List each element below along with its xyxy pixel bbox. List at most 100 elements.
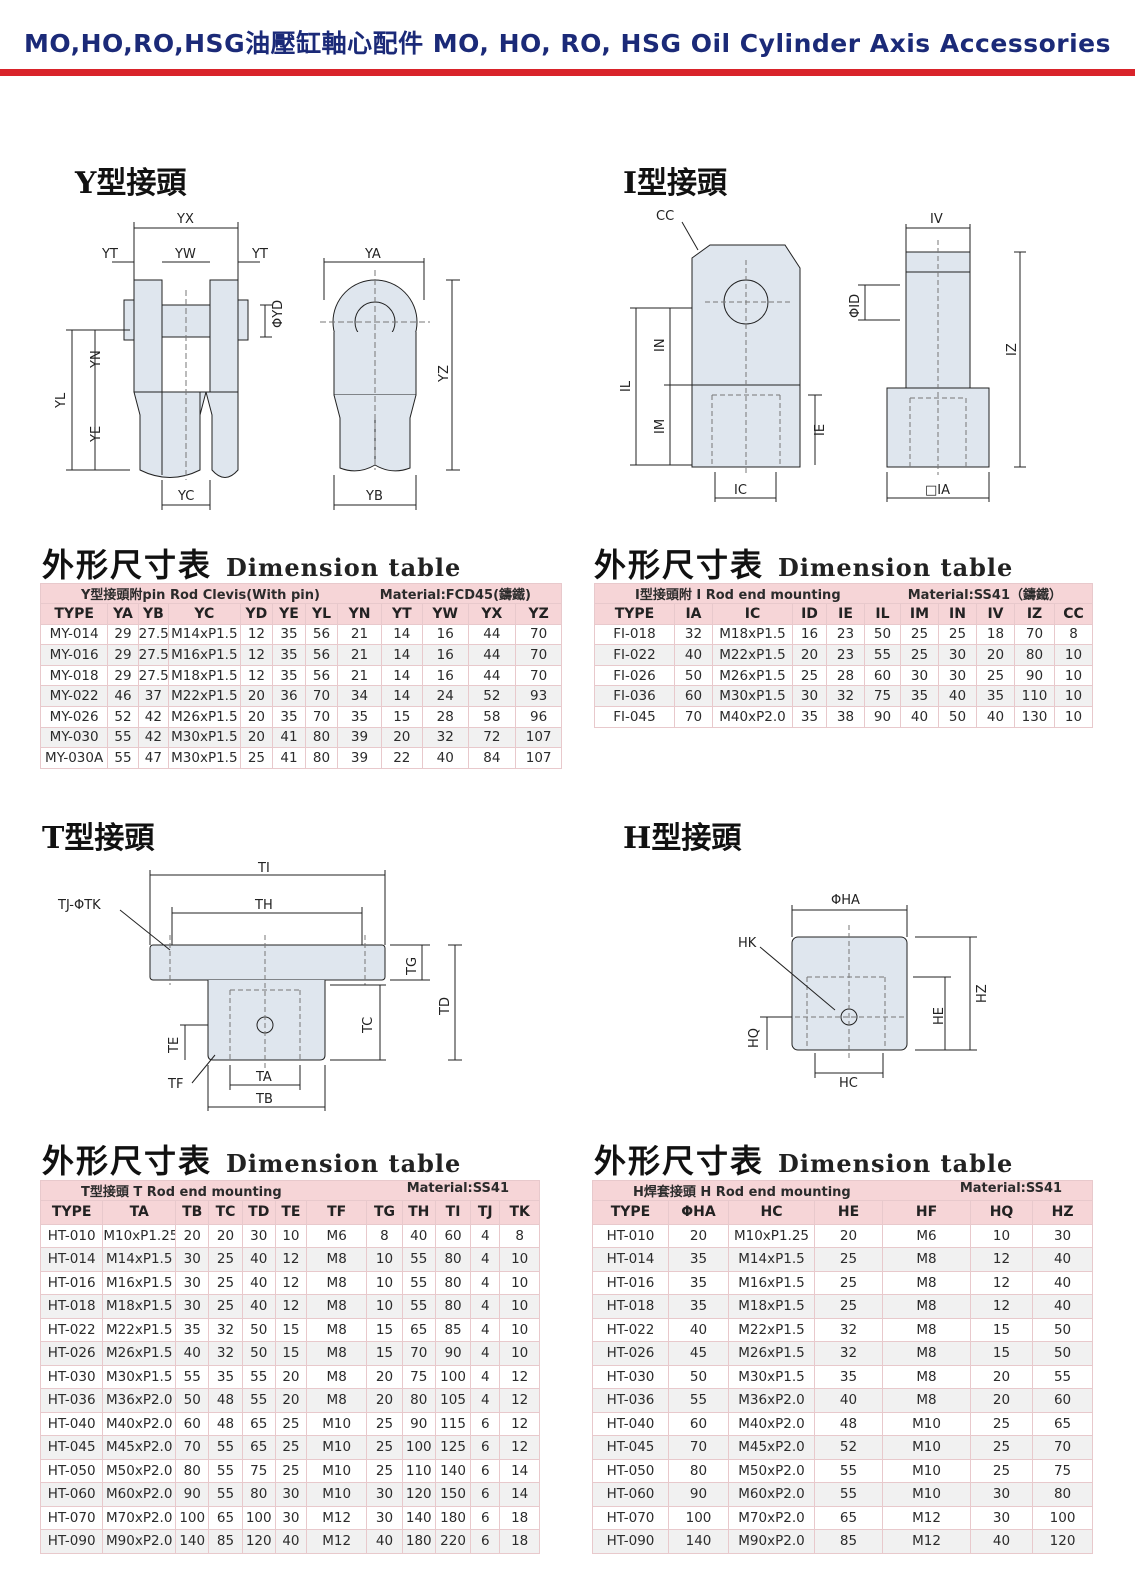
table-caption-title: Y型接頭附pin Rod Clevis(With pin): [81, 588, 320, 603]
table-cell: 15: [970, 1317, 1033, 1342]
table-cell: 36: [272, 685, 306, 707]
table-cell: HT-070: [592, 1505, 669, 1530]
table-cell: 35: [668, 1270, 729, 1295]
table-cell: 29: [107, 644, 139, 666]
dimension-heading-en: Dimension table: [778, 1149, 1014, 1178]
column-header: CC: [1053, 603, 1094, 625]
table-cell: 35: [272, 644, 306, 666]
table-cell: M60xP2.0: [728, 1482, 815, 1507]
table-cell: 25: [792, 664, 827, 687]
table-cell: M10: [306, 1482, 368, 1507]
table-cell: M40xP2.0: [712, 705, 793, 728]
table-cell: 10: [366, 1247, 403, 1272]
table-cell: M10xP1.25: [728, 1223, 815, 1248]
table-cell: 85: [434, 1317, 472, 1342]
table-cell: 56: [304, 664, 339, 687]
table-cell: 47: [137, 747, 170, 769]
table-cell: M26xP1.5: [712, 664, 793, 687]
table-cell: M18xP1.5: [728, 1294, 815, 1319]
table-cell: 100: [1031, 1505, 1094, 1530]
table-cell: HT-036: [592, 1388, 669, 1413]
table-cell: 18: [976, 623, 1015, 646]
table-cell: HT-040: [592, 1411, 669, 1436]
table-cell: 20: [175, 1223, 210, 1248]
table-cell: M50xP2.0: [102, 1458, 177, 1483]
table-cell: 96: [515, 705, 562, 728]
column-header: HF: [882, 1200, 971, 1225]
table-cell: 70: [515, 623, 562, 646]
h-section-title: H型接頭: [623, 821, 742, 856]
table-cell: 27.5: [137, 644, 170, 666]
svg-text:TD: TD: [438, 997, 453, 1016]
table-cell: 23: [826, 623, 865, 646]
table-cell: 32: [208, 1341, 243, 1366]
table-cell: 10: [499, 1317, 540, 1342]
table-cell: 41: [272, 747, 306, 769]
table-cell: 35: [208, 1364, 243, 1389]
table-caption-material: Material:SS41: [959, 1181, 1063, 1197]
table-cell: M8: [306, 1317, 368, 1342]
table-cell: M6: [306, 1223, 368, 1248]
table-cell: 35: [668, 1247, 729, 1272]
table-cell: 32: [674, 623, 713, 646]
table-cell: 30: [900, 664, 939, 687]
table-cell: 52: [467, 685, 517, 707]
table-caption-title: I型接頭附 I Rod end mounting: [635, 588, 841, 603]
table-cell: 12: [239, 644, 274, 666]
table-cell: M26xP1.5: [102, 1341, 177, 1366]
dimension-heading-cn: 外形尺寸表: [594, 1142, 765, 1180]
table-cell: M8: [882, 1247, 971, 1272]
table-cell: 29: [107, 664, 139, 687]
table-cell: 30: [970, 1505, 1033, 1530]
table-cell: 14: [380, 623, 423, 646]
table-cell: HT-090: [592, 1529, 669, 1554]
table-cell: 100: [434, 1364, 472, 1389]
svg-text:IM: IM: [653, 419, 668, 434]
table-cell: 12: [274, 1294, 308, 1319]
table-cell: 35: [272, 664, 306, 687]
table-cell: 10: [366, 1294, 403, 1319]
table-cell: 55: [864, 644, 901, 666]
table-cell: 80: [434, 1247, 472, 1272]
table-cell: M70xP2.0: [728, 1505, 815, 1530]
table-cell: 70: [1014, 623, 1055, 646]
table-cell: M45xP2.0: [728, 1435, 815, 1460]
table-cell: 15: [274, 1317, 308, 1342]
table-cell: 100: [668, 1505, 729, 1530]
table-cell: HT-022: [39, 1317, 104, 1342]
table-cell: 55: [1031, 1364, 1094, 1389]
table-cell: 130: [1014, 705, 1055, 728]
table-cell: 12: [499, 1364, 540, 1389]
column-header: TYPE: [594, 603, 675, 625]
table-cell: 20: [239, 726, 274, 749]
table-cell: 60: [674, 685, 713, 707]
column-header: TF: [306, 1200, 368, 1225]
table-cell: 4: [470, 1247, 501, 1272]
svg-text:YL: YL: [54, 392, 69, 409]
table-cell: M10: [306, 1411, 368, 1436]
column-header: TC: [208, 1200, 243, 1225]
table-cell: 52: [814, 1435, 883, 1460]
table-cell: 15: [970, 1341, 1033, 1366]
table-cell: 65: [208, 1505, 243, 1530]
table-cell: 44: [467, 623, 517, 646]
svg-text:ΦHA: ΦHA: [831, 893, 860, 908]
svg-text:TF: TF: [167, 1077, 183, 1092]
table-cell: 12: [970, 1270, 1033, 1295]
table-cell: M8: [306, 1364, 368, 1389]
table-cell: 20: [970, 1388, 1033, 1413]
t-section-title: T型接頭: [42, 821, 155, 856]
table-cell: 30: [366, 1505, 403, 1530]
table-cell: HT-036: [39, 1388, 104, 1413]
column-header: HQ: [970, 1200, 1033, 1225]
table-cell: 140: [401, 1505, 436, 1530]
